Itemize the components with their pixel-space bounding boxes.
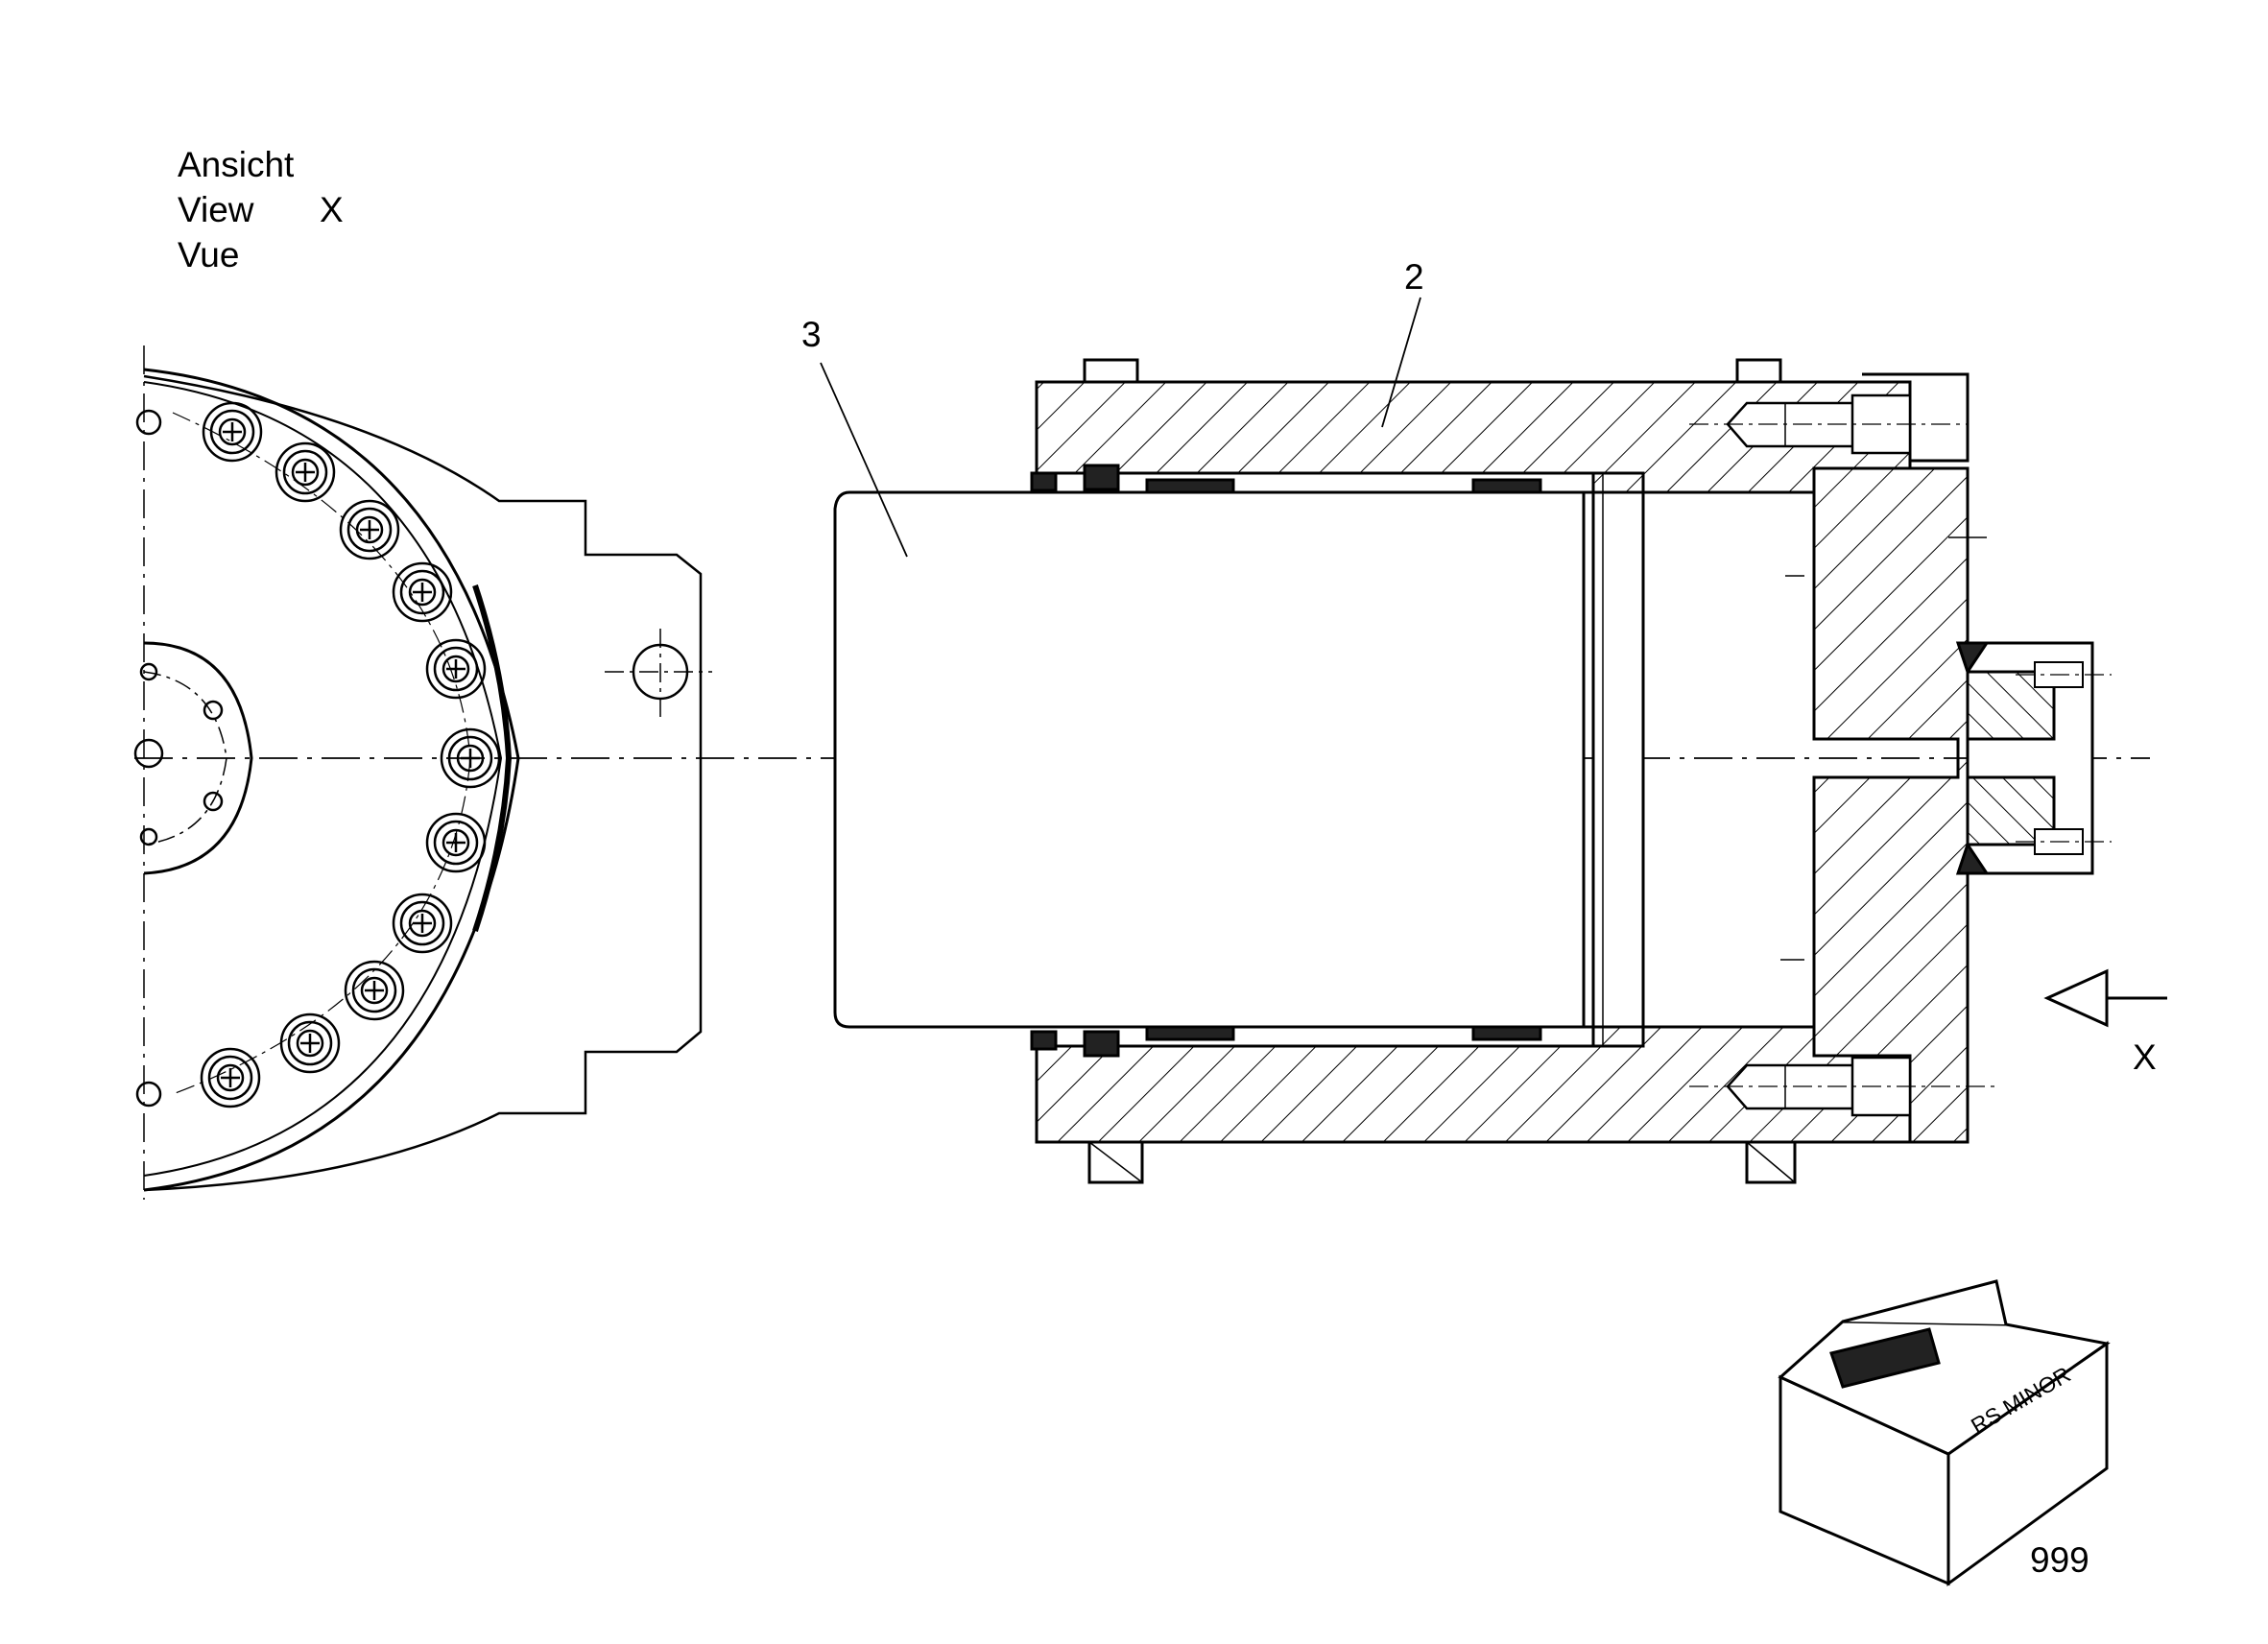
leader-part-2: [1381, 297, 1421, 428]
housing-screws: [1689, 393, 1996, 1117]
part-3-insert: [833, 471, 1814, 1048]
package-number: 999: [2030, 1540, 2089, 1580]
part-2-housing: [1030, 358, 1970, 1184]
callout-part-3: 3: [801, 315, 822, 354]
bolt-circle: [200, 401, 501, 1108]
bolt-circle-centerline: [172, 412, 471, 1095]
view-arrow-label: X: [2133, 1037, 2157, 1077]
view-x-flange: [133, 345, 712, 1200]
view-label-letter: X: [320, 190, 344, 229]
package-box-icon: [1778, 1279, 2111, 1586]
view-x-arrow: [2043, 968, 2167, 1028]
leader-part-3: [820, 362, 908, 558]
callout-part-2: 2: [1404, 257, 1424, 297]
view-label-view: View: [178, 190, 254, 229]
view-label-vue: Vue: [178, 235, 240, 274]
view-label-ansicht: Ansicht: [178, 145, 295, 184]
rotary-union: [1780, 536, 2112, 961]
